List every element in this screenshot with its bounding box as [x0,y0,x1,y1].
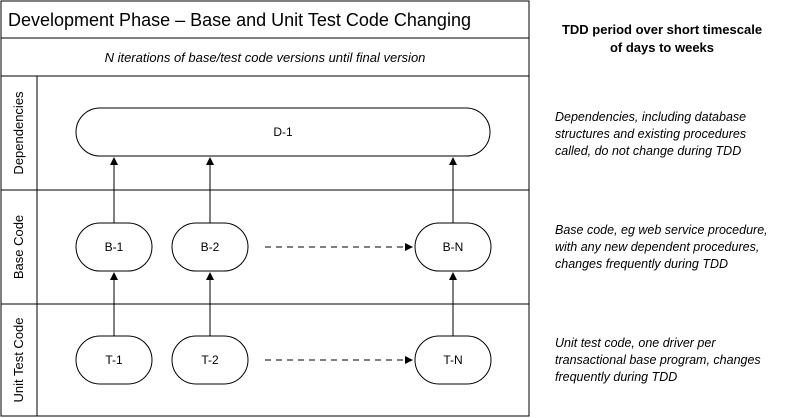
dependencies-note-line-2: structures and existing procedures [555,127,747,141]
base-code-note-line-2: with any new dependent procedures, [555,240,760,254]
node-bn-label: B-N [443,240,464,254]
lane-label-unit-test-code: Unit Test Code [11,317,26,402]
node-t1-label: T-1 [105,353,123,367]
tdd-period-line-1: TDD period over short timescale [561,22,763,37]
diagram-title: Development Phase – Base and Unit Test C… [8,10,471,30]
node-b1-label: B-1 [105,240,124,254]
base-code-note-line-1: Base code, eg web service procedure, [555,223,768,237]
tdd-period-line-2: of days to weeks [609,40,715,55]
node-t2-label: T-2 [201,353,219,367]
tdd-period-note: TDD period over short timescale of days … [546,21,778,57]
node-tn-label: T-N [443,353,462,367]
unit-test-note-line-3: frequently during TDD [555,370,678,384]
node-b2-label: B-2 [201,240,220,254]
node-d1-label: D-1 [273,125,293,139]
dependencies-note: Dependencies, including database structu… [555,109,783,160]
lane-label-base-code: Base Code [11,215,26,279]
base-code-note: Base code, eg web service procedure, wit… [555,222,783,273]
node-d1 [75,107,491,157]
lane-label-dependencies: Dependencies [11,91,26,175]
base-code-note-line-3: changes frequently during TDD [555,257,729,271]
dependencies-note-line-1: Dependencies, including database [555,110,747,124]
diagram-frame [0,0,530,417]
unit-test-note-line-1: Unit test code, one driver per [555,336,716,350]
unit-test-note: Unit test code, one driver per transacti… [555,335,783,386]
dependencies-note-line-3: called, do not change during TDD [555,144,742,158]
unit-test-note-line-2: transactional base program, changes [555,353,761,367]
diagram-subtitle: N iterations of base/test code versions … [105,50,426,65]
